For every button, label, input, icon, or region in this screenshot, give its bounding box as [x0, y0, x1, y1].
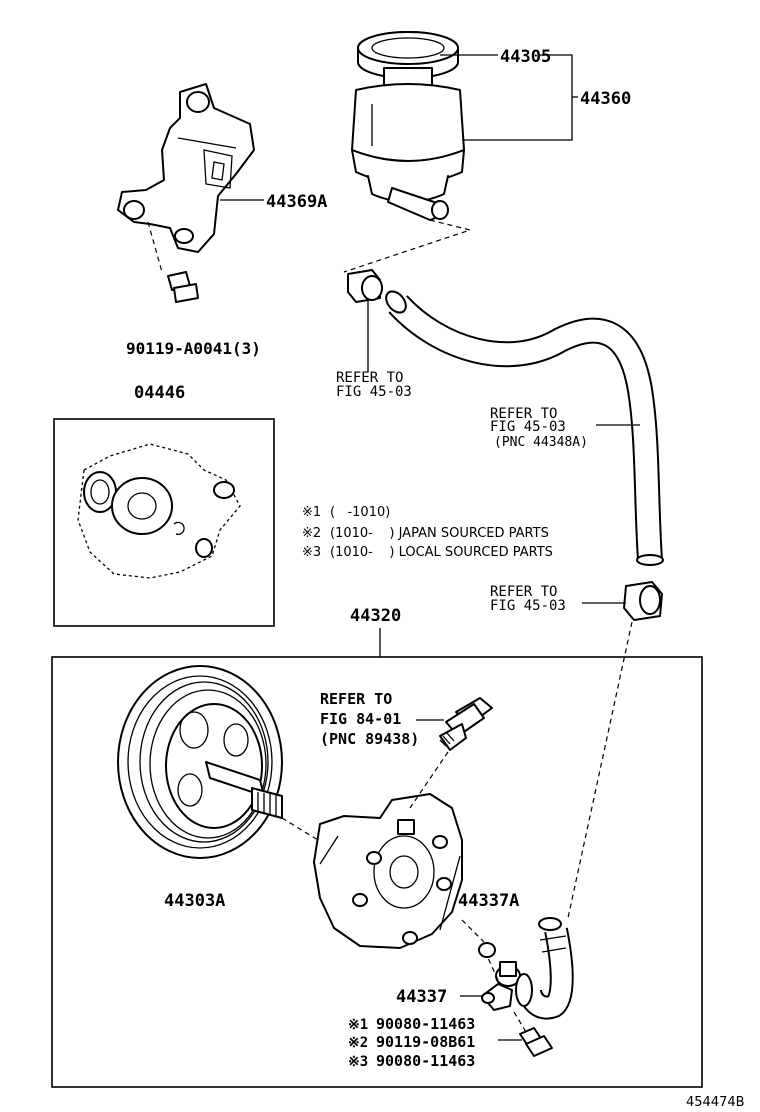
bolt-variant-3-part: 90080-11463: [376, 1052, 475, 1070]
reservoir-tank-drawing: [351, 31, 465, 221]
bracket-bolt-drawing: [167, 271, 199, 303]
drawing-id: 454474B: [686, 1095, 745, 1110]
callout-44303a: 44303A: [164, 891, 225, 911]
bolt-variant-2-mark: ※2: [348, 1035, 368, 1051]
pump-body-drawing: [313, 793, 463, 949]
callout-04446: 04446: [134, 383, 185, 403]
gasket-kit-drawing: [77, 443, 241, 579]
callout-44305: 44305: [500, 47, 551, 67]
hose-clamp-bottom-drawing: [623, 581, 663, 621]
o-ring-drawing: [478, 942, 496, 958]
refer-clamp-bottom-line2: FIG 45-03: [490, 598, 566, 614]
callout-44337: 44337: [396, 987, 447, 1007]
refer-hose-line1: REFER TO: [490, 406, 557, 422]
refer-sensor-line2: FIG 84-01: [320, 710, 401, 728]
refer-hose-line3: (PNC 44348A): [494, 435, 588, 450]
callout-44337a: 44337A: [458, 891, 519, 911]
reservoir-bracket-drawing: [117, 83, 255, 253]
refer-clamp-top-line1: REFER TO: [336, 370, 403, 386]
hose-clamp-top-drawing: [347, 269, 383, 303]
note-3-text: (1010- ) LOCAL SOURCED PARTS: [330, 545, 553, 560]
pump-assembly-box: [51, 656, 703, 1088]
callout-44320: 44320: [350, 606, 401, 626]
note-2-text: (1010- ) JAPAN SOURCED PARTS: [330, 526, 549, 541]
refer-hose-line2: FIG 45-03: [490, 419, 566, 435]
note-1-text: ( -1010): [330, 505, 390, 520]
refer-sensor-line3: (PNC 89438): [320, 730, 419, 748]
callout-44360: 44360: [580, 89, 631, 109]
refer-clamp-bottom-line1: REFER TO: [490, 584, 557, 600]
pulley-drawing: [117, 665, 283, 859]
refer-clamp-top-line2: FIG 45-03: [336, 384, 412, 400]
callout-44369a: 44369A: [266, 192, 327, 212]
bolt-variant-3-mark: ※3: [348, 1054, 368, 1070]
callout-90119-a0041: 90119-A0041(3): [126, 339, 261, 358]
bolt-variant-1-part: 90080-11463: [376, 1015, 475, 1033]
bolt-variant-1-mark: ※1: [348, 1017, 368, 1033]
note-2-mark: ※2: [302, 526, 321, 541]
pressure-pipe-union-drawing: [481, 917, 574, 1020]
union-bolt-drawing: [519, 1027, 553, 1057]
return-hose-drawing: [385, 290, 664, 566]
assembly-lines: [147, 219, 633, 1033]
note-1-mark: ※1: [302, 505, 321, 520]
note-3-mark: ※3: [302, 545, 321, 560]
refer-sensor-line1: REFER TO: [320, 690, 392, 708]
bolt-variant-2-part: 90119-08B61: [376, 1033, 475, 1051]
gasket-kit-box: [53, 418, 275, 627]
pressure-sensor-drawing: [439, 697, 493, 751]
leader-lines: [220, 54, 640, 1041]
